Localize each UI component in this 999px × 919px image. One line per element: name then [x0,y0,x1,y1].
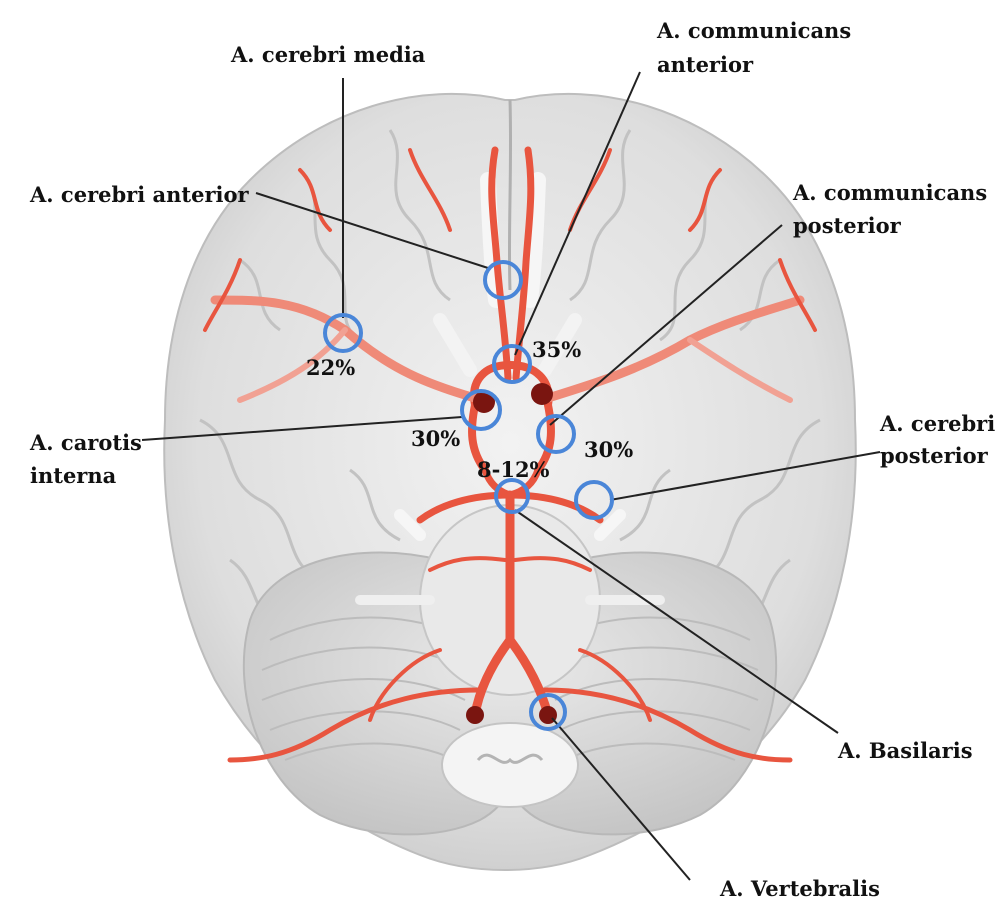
label-cerebri-posterior-line2: posterior [880,443,988,469]
label-cerebri-media: A. cerebri media [231,42,425,68]
percent-communicans-anterior: 35% [532,338,581,362]
label-cerebri-posterior-line1: A. cerebri [880,411,995,437]
label-basilaris: A. Basilaris [838,738,973,764]
label-communicans-anterior-line1: A. communicans [657,18,851,44]
percent-basilaris-tip: 8-12% [477,458,550,482]
percent-media: 22% [306,356,355,380]
label-carotis-interna-line1: A. carotis [30,430,142,456]
label-communicans-anterior-line2: anterior [657,52,753,78]
percent-carotis: 30% [411,427,460,451]
label-communicans-posterior-line2: posterior [793,213,901,239]
label-carotis-interna-line2: interna [30,463,116,489]
label-communicans-posterior-line1: A. communicans [793,180,987,206]
label-vertebralis: A. Vertebralis [720,876,880,902]
label-cerebri-anterior: A. cerebri anterior [30,182,249,208]
percent-communicans-posterior: 30% [584,438,633,462]
